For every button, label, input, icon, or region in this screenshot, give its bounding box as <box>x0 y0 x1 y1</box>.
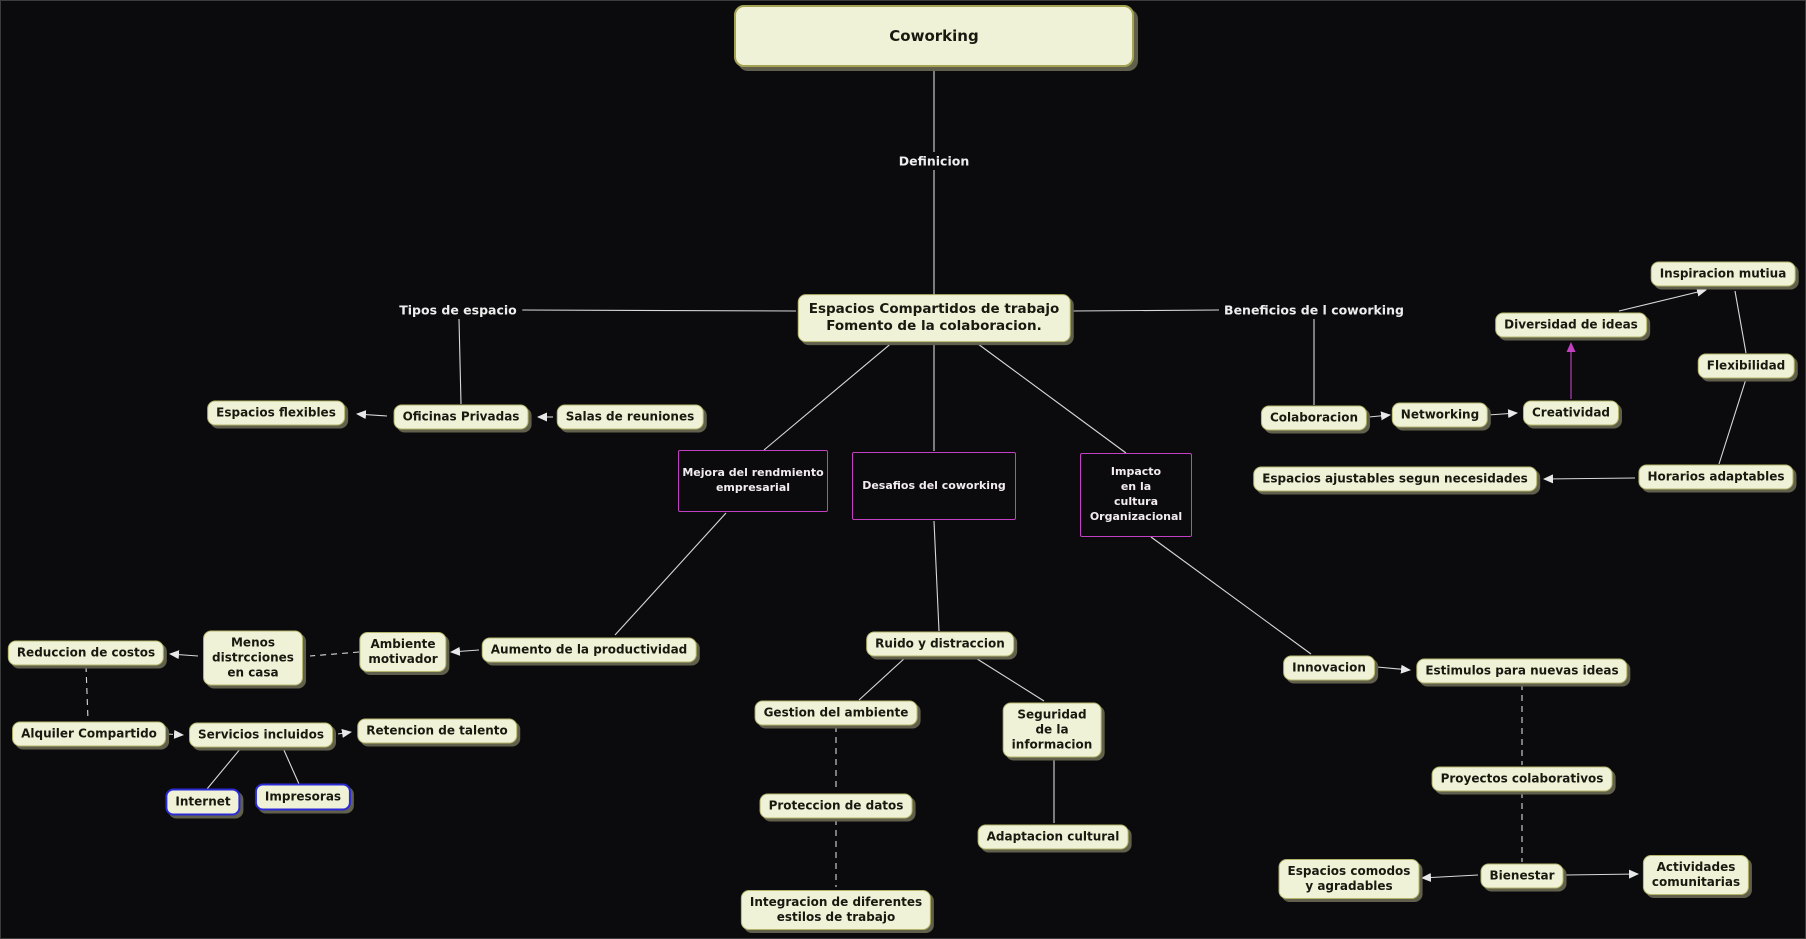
node-espacios-comodos[interactable]: Espacios comodos y agradables <box>1278 859 1420 899</box>
node-proteccion-datos[interactable]: Proteccion de datos <box>759 793 913 819</box>
link-label-definicion[interactable]: Definicion <box>893 152 975 170</box>
node-actividades-comunitarias[interactable]: Actividades comunitarias <box>1642 855 1750 895</box>
node-inspiracion-mutua[interactable]: Inspiracion mutiua <box>1650 261 1796 287</box>
node-innovacion[interactable]: Innovacion <box>1283 655 1375 681</box>
node-networking[interactable]: Networking <box>1391 402 1489 428</box>
node-espacios-compartidos[interactable]: Espacios Compartidos de trabajo Fomento … <box>797 294 1071 342</box>
node-adaptacion-cultural[interactable]: Adaptacion cultural <box>977 824 1129 850</box>
node-estimulos-ideas[interactable]: Estimulos para nuevas ideas <box>1416 658 1628 684</box>
node-salas-reuniones[interactable]: Salas de reuniones <box>556 404 704 430</box>
node-impresoras[interactable]: Impresoras <box>254 783 352 811</box>
link-label-tipos-de-espacio[interactable]: Tipos de espacio <box>394 301 522 319</box>
node-coworking-root[interactable]: Coworking <box>734 5 1134 67</box>
node-espacios-ajustables[interactable]: Espacios ajustables segun necesidades <box>1253 466 1537 492</box>
node-horarios-adaptables[interactable]: Horarios adaptables <box>1638 464 1794 490</box>
node-reduccion-costos[interactable]: Reduccion de costos <box>7 640 165 666</box>
node-desafios-coworking[interactable]: Desafios del coworking <box>852 452 1016 520</box>
node-bienestar[interactable]: Bienestar <box>1480 863 1564 889</box>
node-integracion-estilos[interactable]: Integracion de diferentes estilos de tra… <box>740 890 932 930</box>
node-ruido-distraccion[interactable]: Ruido y distraccion <box>866 631 1014 657</box>
node-diversidad-ideas[interactable]: Diversidad de ideas <box>1495 312 1647 338</box>
node-creatividad[interactable]: Creatividad <box>1522 400 1620 426</box>
link-label-beneficios[interactable]: Beneficios de l coworking <box>1219 301 1409 319</box>
node-aumento-productividad[interactable]: Aumento de la productividad <box>481 637 697 663</box>
node-alquiler-compartido[interactable]: Alquiler Compartido <box>12 721 166 747</box>
node-seguridad-informacion[interactable]: Seguridad de la informacion <box>1002 702 1102 758</box>
node-flexibilidad[interactable]: Flexibilidad <box>1697 353 1795 379</box>
node-ambiente-motivador[interactable]: Ambiente motivador <box>359 632 447 672</box>
node-retencion-talento[interactable]: Retencion de talento <box>357 718 517 744</box>
node-proyectos-colaborativos[interactable]: Proyectos colaborativos <box>1431 766 1613 792</box>
node-espacios-flexibles[interactable]: Espacios flexibles <box>207 400 345 426</box>
node-servicios-incluidos[interactable]: Servicios incluidos <box>189 722 333 748</box>
node-mejora-rendimiento[interactable]: Mejora del rendmiento empresarial <box>678 450 828 512</box>
node-gestion-ambiente[interactable]: Gestion del ambiente <box>754 700 918 726</box>
node-menos-distracciones[interactable]: Menos distrcciones en casa <box>203 630 303 686</box>
node-colaboracion[interactable]: Colaboracion <box>1260 405 1368 431</box>
node-internet[interactable]: Internet <box>165 788 241 816</box>
node-impacto-cultura[interactable]: Impacto en la cultura Organizacional <box>1080 453 1192 537</box>
node-oficinas-privadas[interactable]: Oficinas Privadas <box>393 404 529 430</box>
